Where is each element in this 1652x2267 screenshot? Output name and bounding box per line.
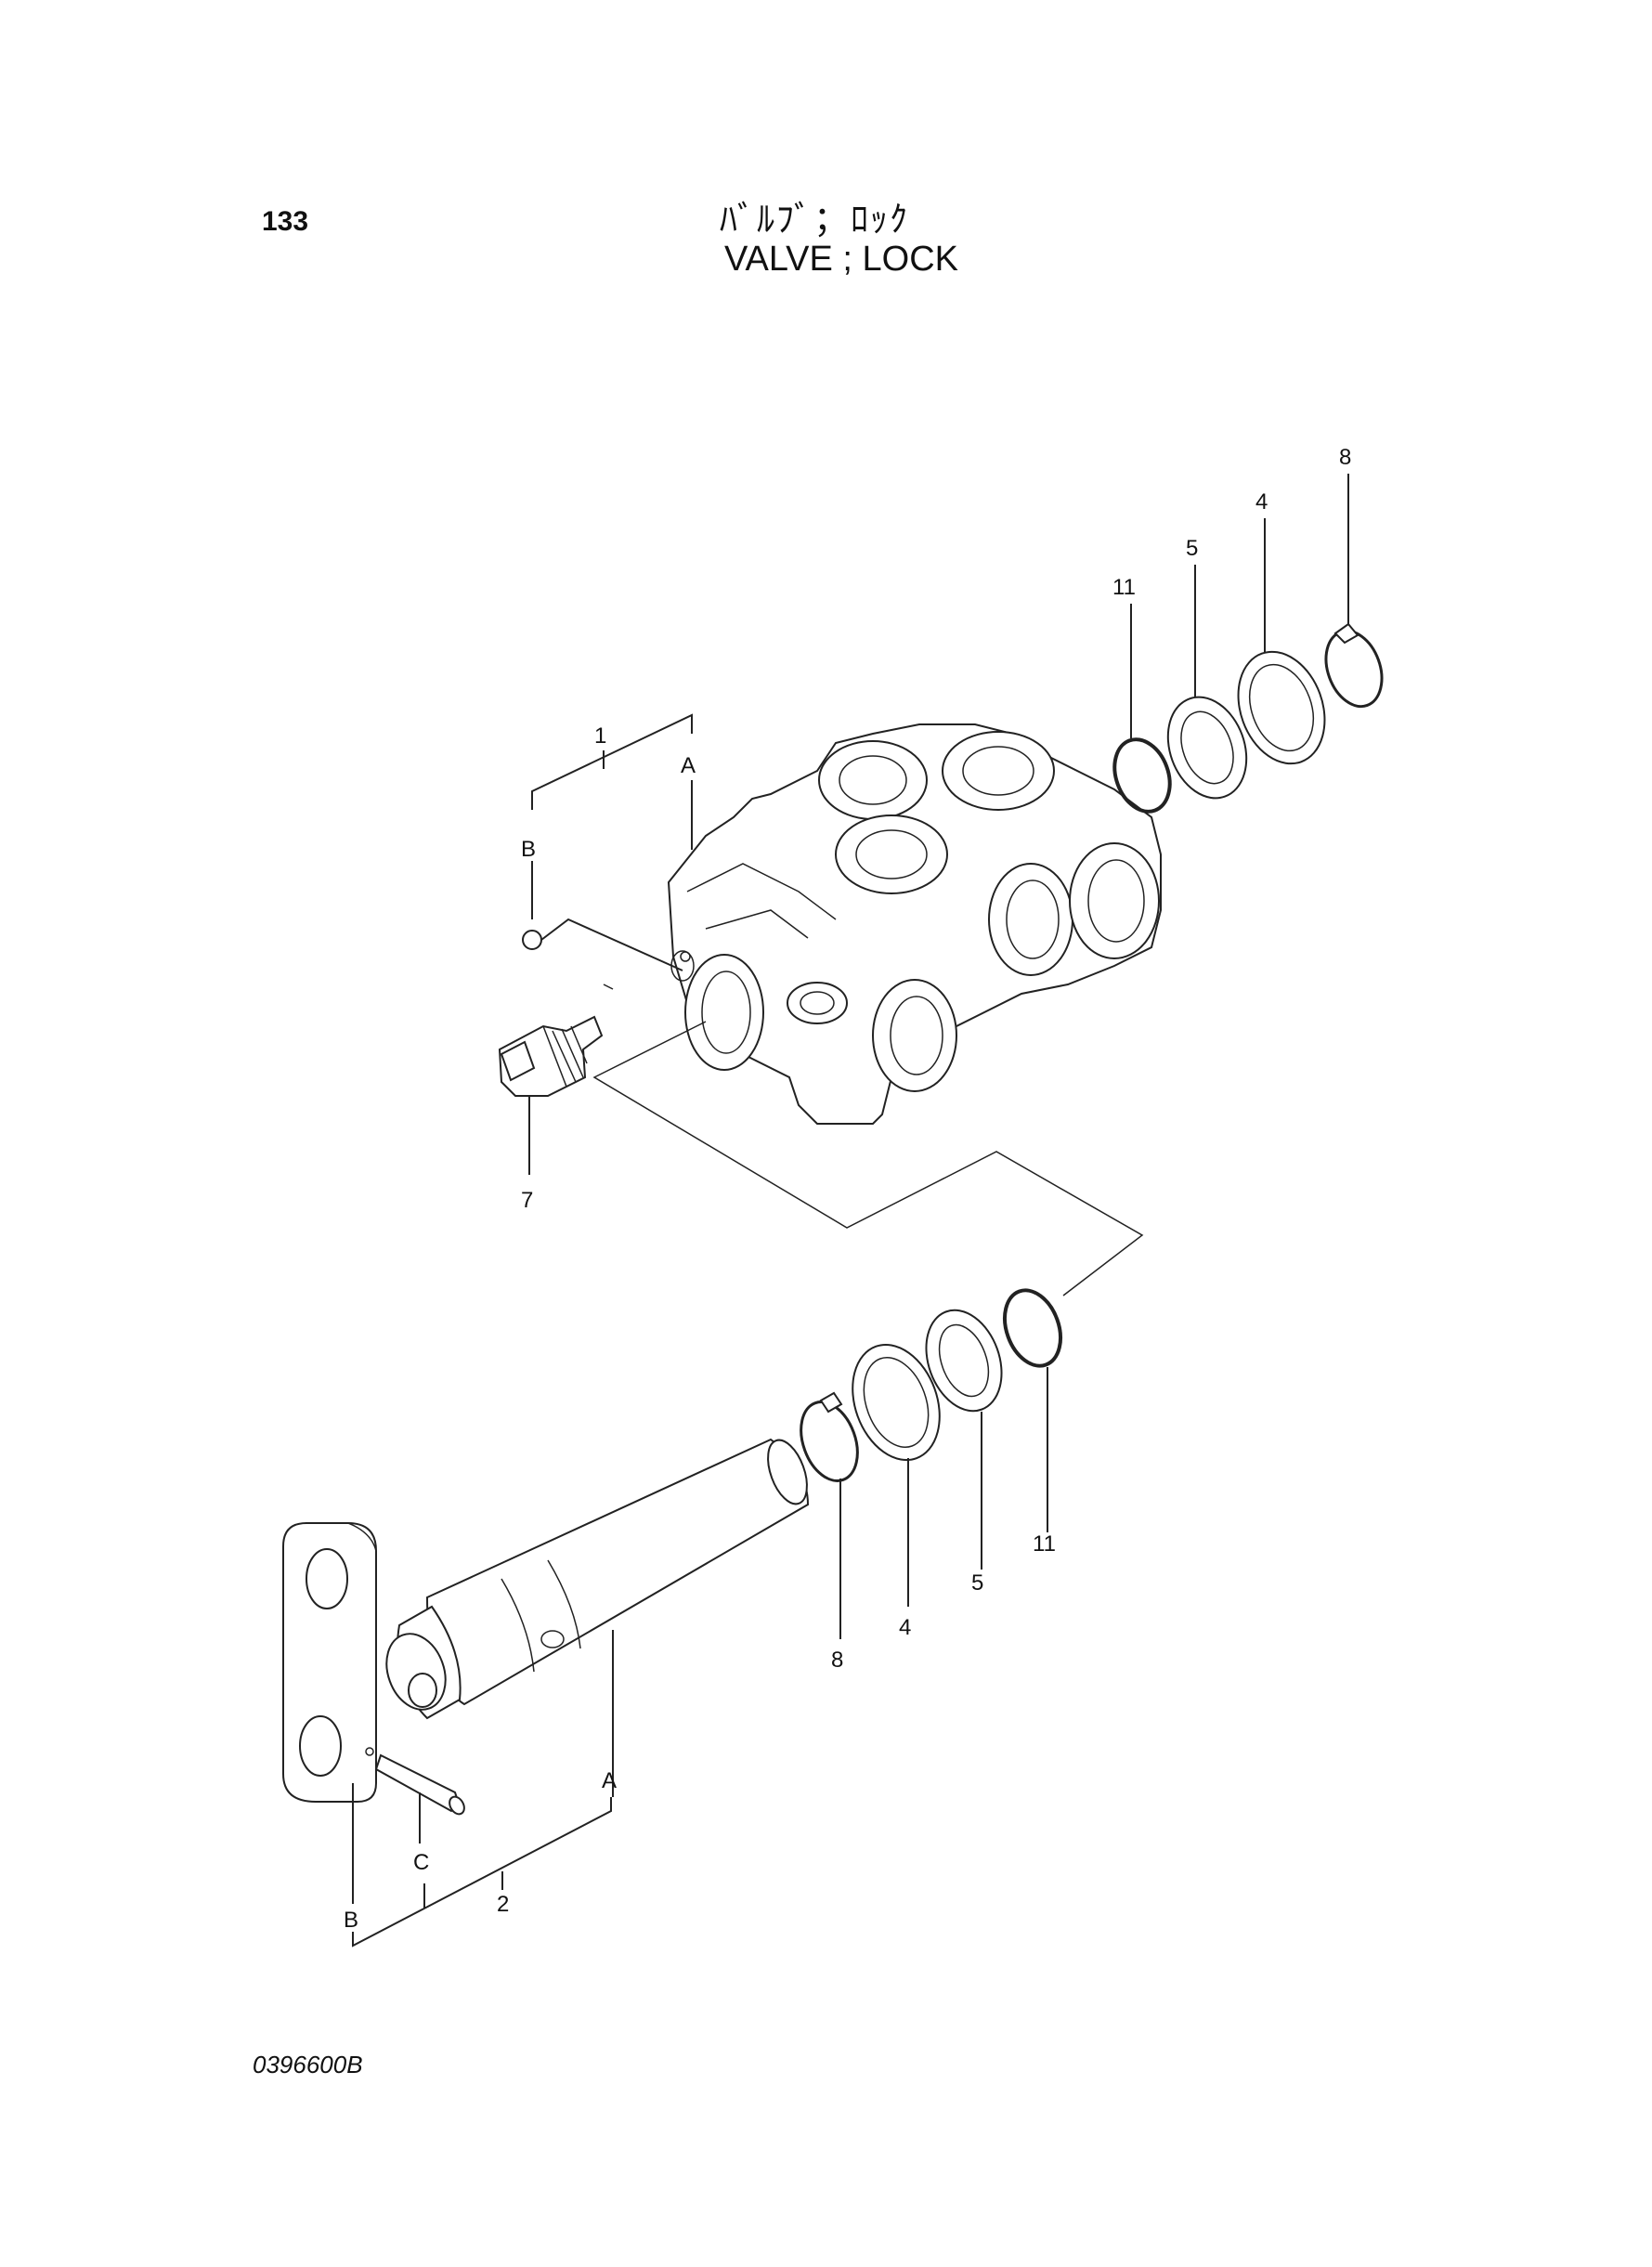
callout-5-lower: 5 (971, 1570, 983, 1596)
title-japanese: ﾊﾞﾙﾌﾞ；ﾛｯｸ (720, 201, 910, 240)
upper-o-ring-11 (1112, 604, 1172, 814)
callout-b-lower: B (344, 1908, 358, 1933)
title-english: VALVE ; LOCK (724, 240, 959, 279)
callout-7: 7 (521, 1188, 533, 1213)
spool-part-2 (385, 1438, 810, 1797)
callout-4-lower: 4 (899, 1615, 911, 1640)
callout-2: 2 (497, 1892, 509, 1917)
lower-snap-ring-8 (800, 1391, 859, 1639)
drawing-code: 0396600B (253, 2051, 363, 2078)
callout-5-upper: 5 (1186, 536, 1198, 561)
lever (282, 1522, 377, 1803)
callout-11-upper: 11 (1112, 575, 1136, 600)
lower-backup-ring-5 (925, 1309, 1003, 1570)
callout-8-lower: 8 (831, 1648, 843, 1673)
part-1-bracket (522, 713, 693, 990)
callout-a-lower: A (602, 1768, 617, 1793)
upper-washer-4 (1237, 518, 1326, 765)
lower-washer-4 (852, 1344, 941, 1607)
callout-a-upper: A (681, 753, 696, 778)
pin-part-c (374, 1753, 465, 1844)
callout-4-upper: 4 (1255, 489, 1268, 515)
callout-1-upper: 1 (594, 723, 606, 749)
valve-body (667, 723, 1162, 1125)
upper-snap-ring-8 (1324, 474, 1384, 709)
callout-11-lower: 11 (1033, 1531, 1056, 1557)
lower-o-ring-11 (1003, 1288, 1062, 1532)
callout-c: C (413, 1850, 429, 1875)
alignment-lines (592, 1021, 1144, 1296)
callout-8-upper: 8 (1339, 445, 1351, 470)
page-number: 133 (262, 206, 309, 237)
upper-backup-ring-5 (1166, 565, 1248, 800)
plug-part-7 (498, 1015, 604, 1175)
part-2-bracket (352, 1783, 612, 1948)
callout-b-upper: B (521, 837, 536, 862)
